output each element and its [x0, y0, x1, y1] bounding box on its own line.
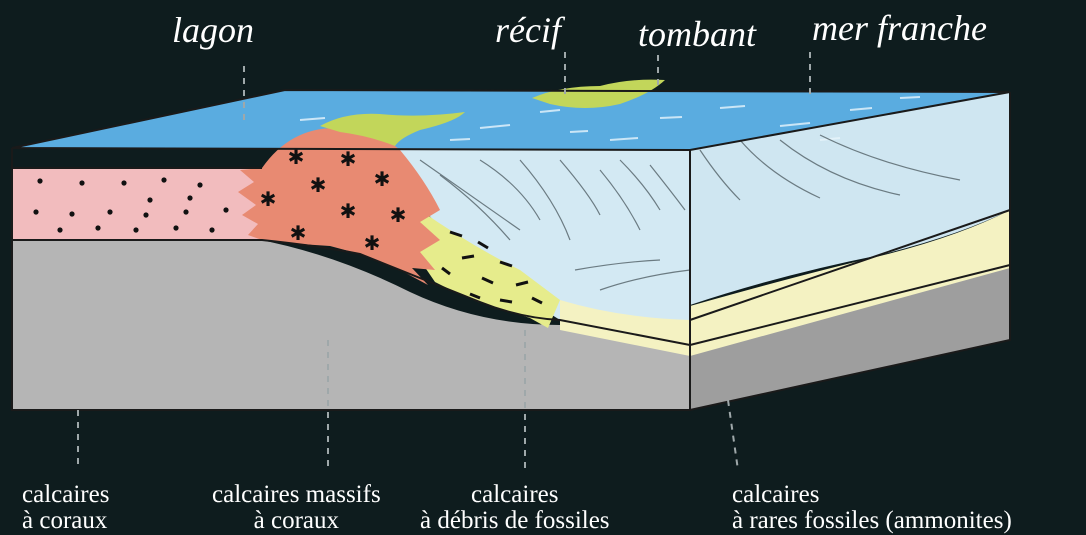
label-mer-franche: mer franche: [812, 10, 987, 46]
label-line1: calcaires: [732, 482, 1012, 508]
label-line1: calcaires: [22, 482, 109, 508]
svg-text:✱: ✱: [374, 167, 391, 191]
label-recif: récif: [495, 12, 561, 48]
svg-text:✱: ✱: [260, 187, 277, 211]
label-tombant: tombant: [638, 16, 756, 52]
label-calcaires-coraux: calcaires à coraux: [22, 482, 109, 533]
label-lagon: lagon: [172, 12, 254, 48]
label-calcaires-rares: calcaires à rares fossiles (ammonites): [732, 482, 1012, 533]
svg-text:✱: ✱: [290, 221, 307, 245]
svg-text:✱: ✱: [310, 173, 327, 197]
svg-text:✱: ✱: [340, 199, 357, 223]
svg-text:✱: ✱: [390, 203, 407, 227]
label-calcaires-massifs: calcaires massifs à coraux: [212, 482, 381, 533]
label-line1: calcaires massifs: [212, 482, 381, 508]
label-line2: à rares fossiles (ammonites): [732, 508, 1012, 534]
label-calcaires-debris: calcaires à débris de fossiles: [420, 482, 610, 533]
svg-text:✱: ✱: [340, 147, 357, 171]
label-line1: calcaires: [420, 482, 610, 508]
label-line2: à coraux: [212, 508, 381, 534]
label-line2: à coraux: [22, 508, 109, 534]
lagoon-sediment: [12, 168, 270, 240]
svg-text:✱: ✱: [364, 231, 381, 255]
label-line2: à débris de fossiles: [420, 508, 610, 534]
